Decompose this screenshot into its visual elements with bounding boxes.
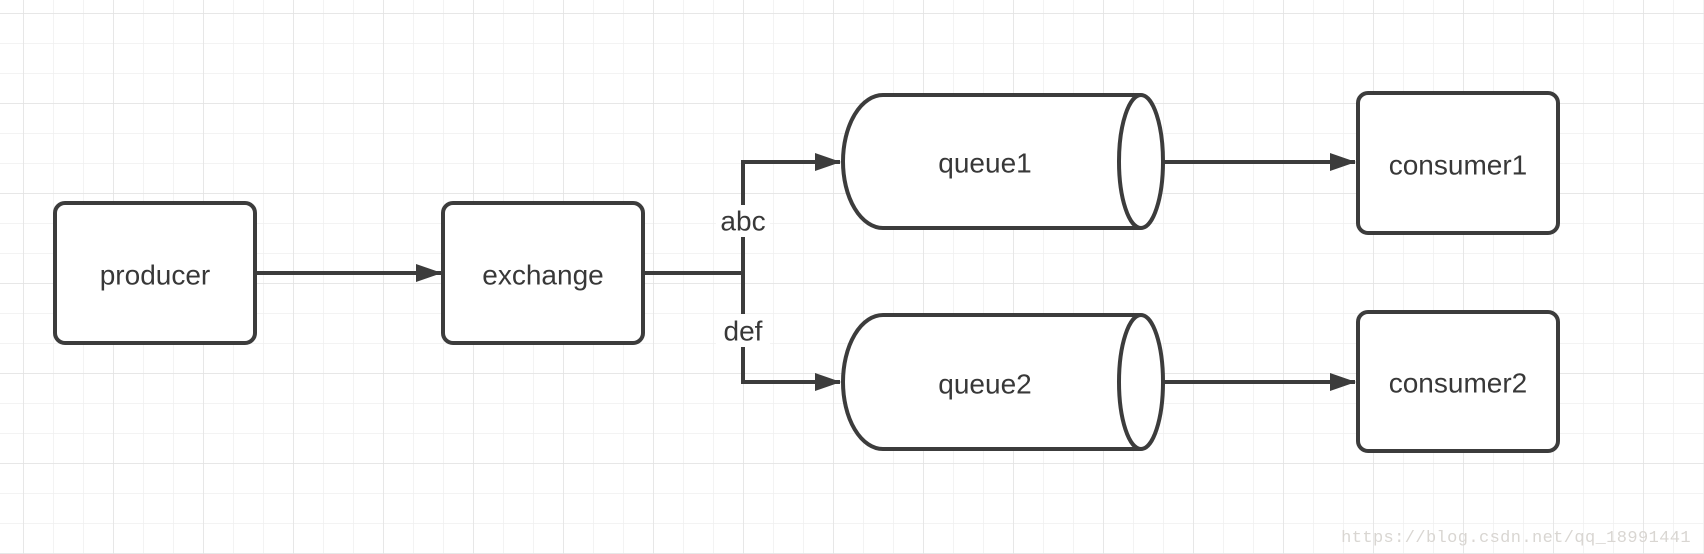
- routing-abc-label-bg: [716, 205, 770, 237]
- consumer1-node-label: consumer1: [1389, 150, 1528, 181]
- routing-abc-label-group: abc: [716, 205, 770, 237]
- routing-abc-connector: [741, 153, 841, 275]
- consumer2-node-label: consumer2: [1389, 368, 1528, 399]
- consumer1-node-box: [1356, 91, 1560, 235]
- routing-def-label-bg: [716, 314, 770, 347]
- queue1-cylinder: queue1: [841, 93, 1165, 230]
- exchange-node: exchange: [441, 201, 645, 345]
- routing-def-label-group: def: [716, 314, 770, 347]
- producer-node-box: [53, 201, 257, 345]
- queue2-cylinder: queue2: [841, 313, 1165, 451]
- queue2-cylinder-body: [841, 313, 1141, 451]
- consumer1-node: consumer1: [1356, 91, 1560, 235]
- producer-node-label: producer: [100, 260, 211, 291]
- exchange-node-box: [441, 201, 645, 345]
- watermark-text: https://blog.csdn.net/qq_18991441: [1341, 529, 1691, 548]
- queue1-cylinder-body: [841, 93, 1141, 230]
- queue1-label: queue1: [938, 148, 1031, 179]
- queue2-cylinder-face: [1117, 313, 1165, 451]
- consumer2-node: consumer2: [1356, 310, 1560, 453]
- routing-abc-label: abc: [720, 206, 765, 237]
- routing-def-connector: [741, 271, 841, 391]
- queue1-cylinder-face: [1117, 93, 1165, 230]
- consumer2-node-box: [1356, 310, 1560, 453]
- routing-def-label: def: [724, 316, 763, 347]
- queue2-label: queue2: [938, 369, 1031, 400]
- producer-node: producer: [53, 201, 257, 345]
- exchange-node-label: exchange: [482, 260, 603, 291]
